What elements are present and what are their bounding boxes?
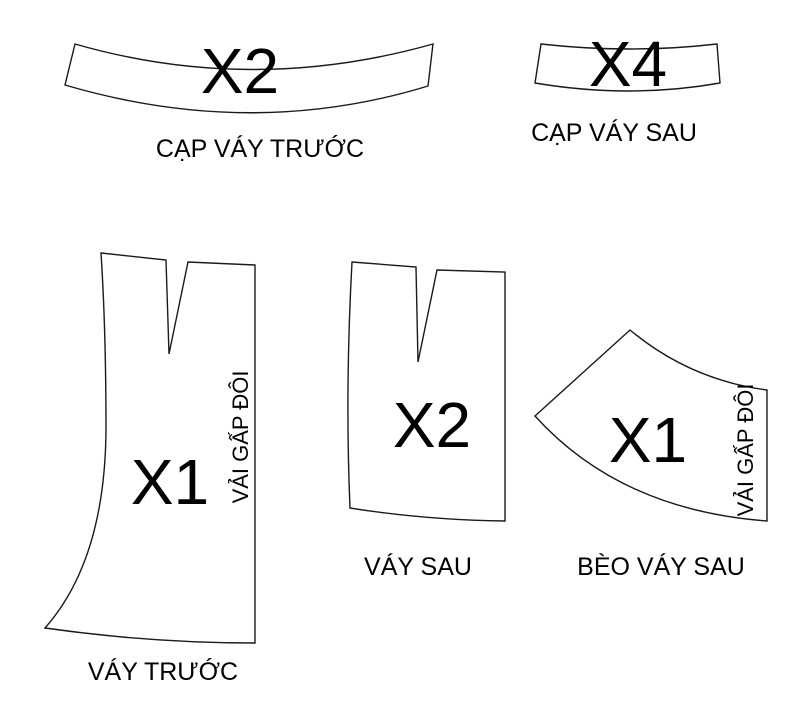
- front-waistband-quantity: X2: [201, 35, 279, 107]
- back-ruffle-fold-note: VẢI GẤP ĐÔI: [733, 384, 758, 517]
- front-waistband-outline: [64, 43, 434, 114]
- back-skirt-outline: [347, 261, 506, 522]
- back-ruffle-outline: [534, 329, 768, 522]
- back-waistband-quantity: X4: [589, 28, 667, 100]
- front-skirt-quantity: X1: [131, 446, 209, 518]
- back-ruffle-piece: X1 VẢI GẤP ĐÔI: [534, 329, 768, 522]
- back-waistband-piece: X4: [534, 28, 721, 100]
- back-ruffle-quantity: X1: [609, 404, 687, 476]
- back-skirt-quantity: X2: [393, 389, 471, 461]
- back-skirt-piece: X2: [347, 261, 506, 522]
- back-skirt-label: VÁY SAU: [364, 552, 472, 581]
- back-waistband-label: CẠP VÁY SAU: [531, 118, 697, 147]
- front-skirt-fold-note: VẢI GẤP ĐÔI: [228, 371, 253, 504]
- back-waistband-outline: [534, 43, 721, 92]
- front-waistband-piece: X2: [64, 35, 434, 114]
- front-waistband-label: CẠP VÁY TRƯỚC: [156, 134, 364, 163]
- front-skirt-label: VÁY TRƯỚC: [88, 657, 238, 686]
- front-skirt-piece: X1 VẢI GẤP ĐÔI: [43, 252, 256, 644]
- front-skirt-outline: [43, 252, 256, 644]
- back-ruffle-label: BÈO VÁY SAU: [577, 552, 745, 581]
